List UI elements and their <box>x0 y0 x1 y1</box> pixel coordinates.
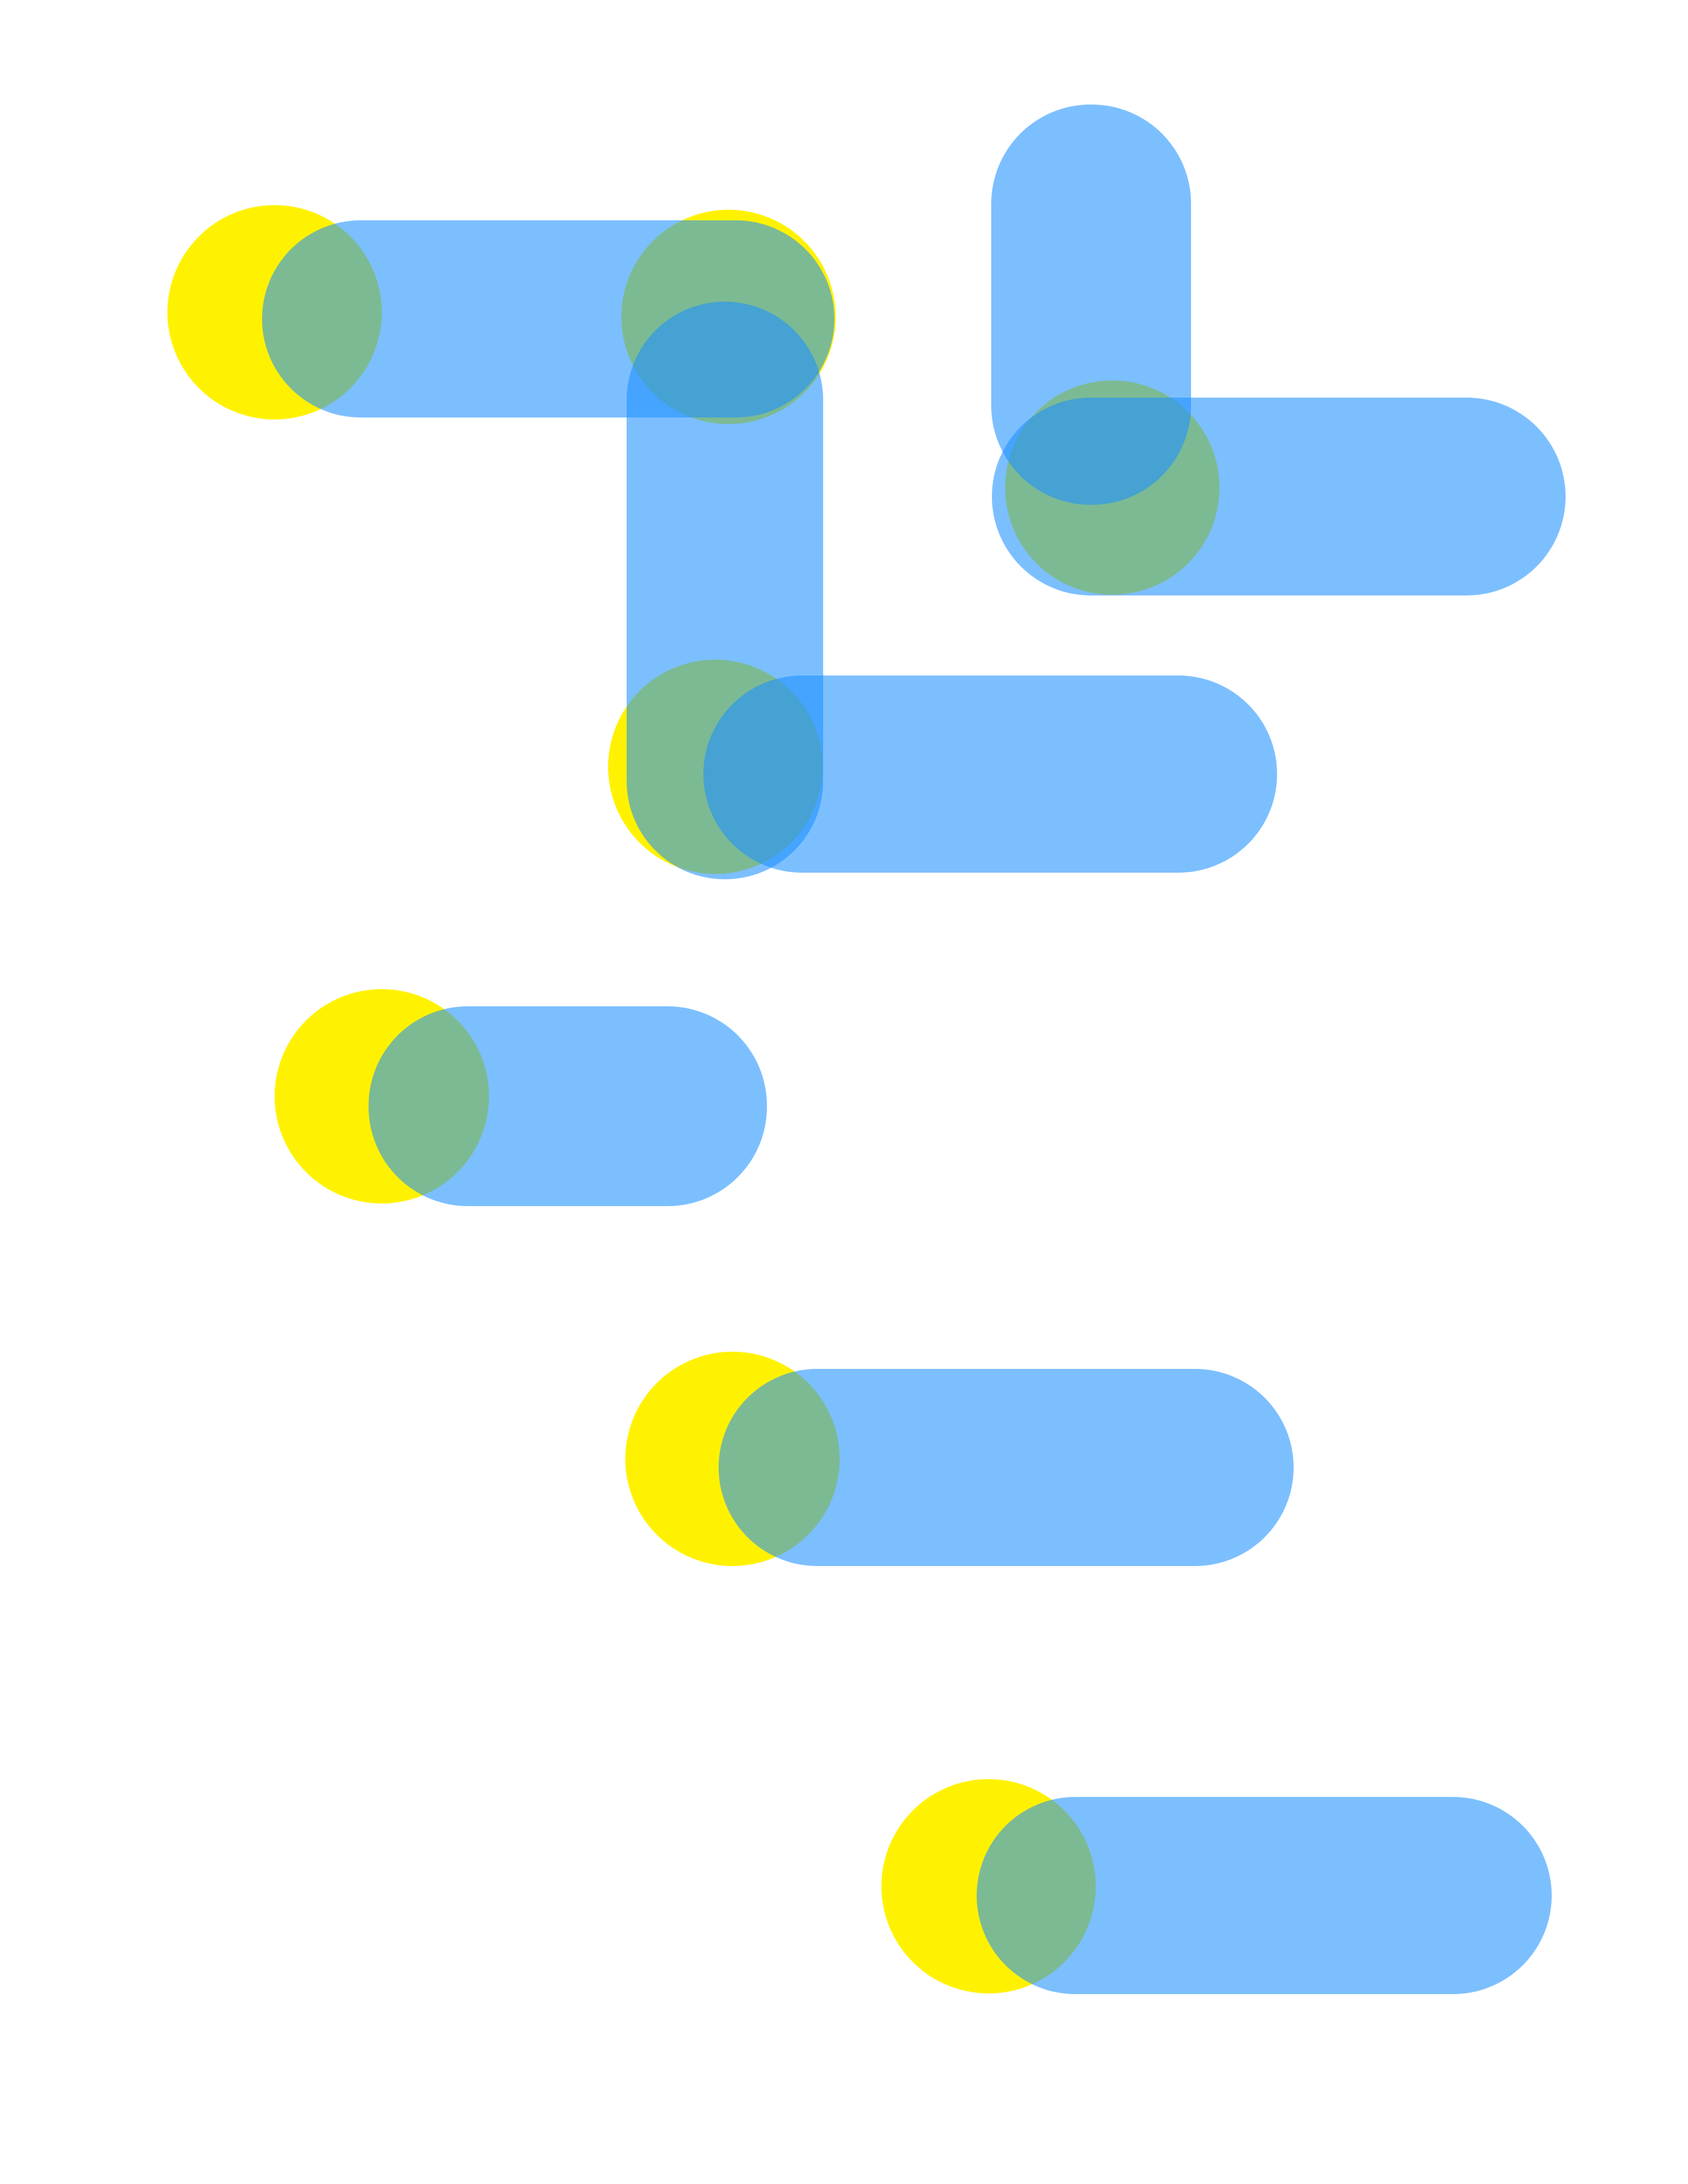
blue-pill-horizontal-2 <box>992 398 1566 595</box>
blue-pill-horizontal-6 <box>977 1797 1552 1994</box>
blue-pill-horizontal-5 <box>719 1369 1294 1566</box>
blue-pill-horizontal-3 <box>703 676 1277 873</box>
blue-pill-horizontal-4 <box>369 1006 767 1206</box>
